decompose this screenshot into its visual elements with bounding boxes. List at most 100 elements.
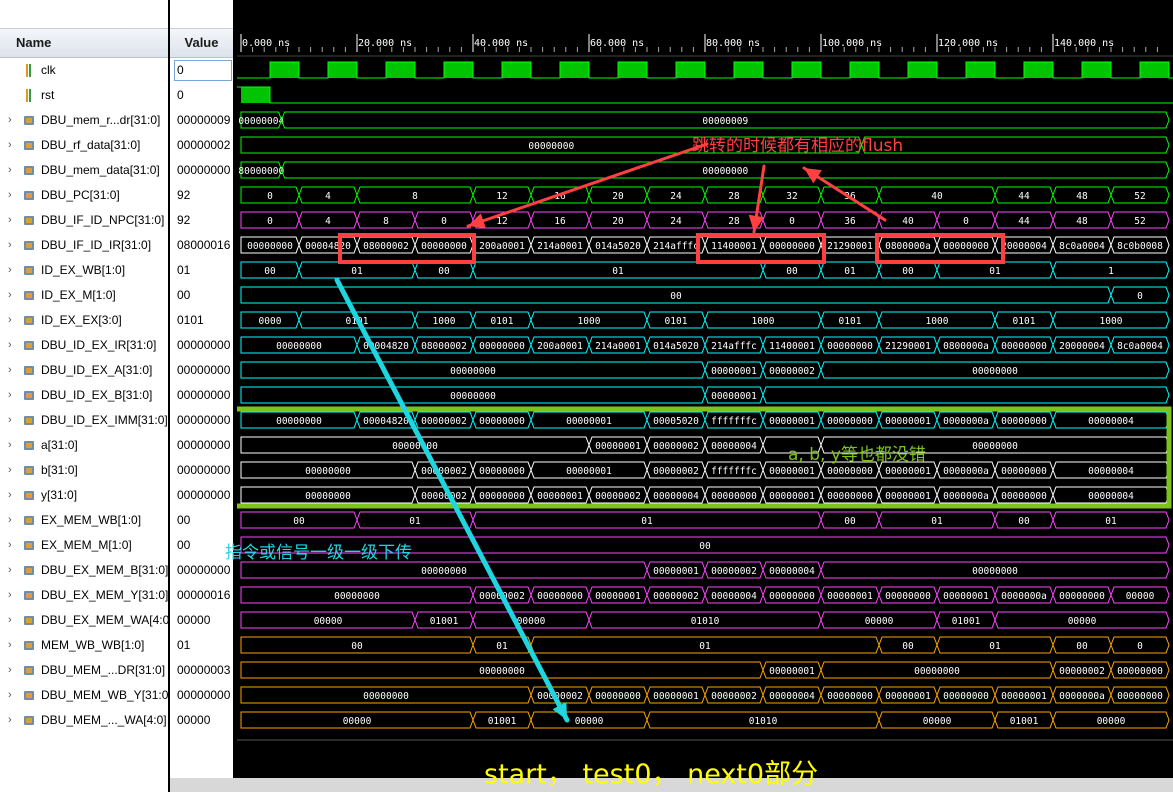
signal-row[interactable]: ›ID_EX_EX[3:0]	[0, 308, 168, 333]
expand-chevron-icon[interactable]: ›	[8, 639, 12, 651]
signal-row[interactable]: ›ID_EX_WB[1:0]	[0, 258, 168, 283]
bus-value-label: 00000000	[421, 241, 467, 252]
expand-chevron-icon[interactable]: ›	[8, 114, 12, 126]
bus-value-label: 00000000	[943, 241, 989, 252]
bus-value-label: 01	[409, 516, 421, 527]
signal-row[interactable]: ›DBU_MEM_WB_Y[31:0]	[0, 683, 168, 708]
bus-value-label: 52	[1134, 216, 1145, 227]
bus-segment	[646, 336, 706, 354]
signal-row[interactable]: ›DBU_PC[31:0]	[0, 183, 168, 208]
signal-row[interactable]: › DBU_ID_EX_IMM[31:0]	[0, 408, 168, 433]
expand-chevron-icon[interactable]: ›	[8, 439, 12, 451]
bus-value-label: 0	[441, 216, 447, 227]
signal-row[interactable]: › DBU_mem_data[31:0]	[0, 158, 168, 183]
expand-chevron-icon[interactable]: ›	[8, 664, 12, 676]
signal-row[interactable]: ›DBU_IF_ID_IR[31:0]	[0, 233, 168, 258]
bus-value-label: 00	[264, 266, 276, 277]
bus-segment	[240, 336, 358, 354]
signal-row[interactable]: ›b[31:0]	[0, 458, 168, 483]
bus-segment	[240, 661, 764, 679]
expand-chevron-icon[interactable]: ›	[8, 164, 12, 176]
signal-row[interactable]: › DBU_ID_EX_A[31:0]	[0, 358, 168, 383]
bus-signal-icon	[24, 166, 34, 175]
expand-chevron-icon[interactable]: ›	[8, 514, 12, 526]
bus-value-label: 00000000	[450, 391, 496, 402]
bus-value-label: 014a5020	[653, 341, 699, 352]
bus-value-label: 0101	[665, 316, 688, 327]
expand-chevron-icon[interactable]: ›	[8, 264, 12, 276]
signal-row[interactable]: › y[31:0]	[0, 483, 168, 508]
clock-high-pulse	[966, 62, 995, 78]
bus-value-label: 00000000	[827, 341, 873, 352]
signal-row[interactable]: clk	[0, 58, 168, 83]
signal-row[interactable]: ›ID_EX_M[1:0]	[0, 283, 168, 308]
jump-highlight-box	[875, 233, 1005, 264]
expand-chevron-icon[interactable]: ›	[8, 364, 12, 376]
signal-value-row: 01	[170, 633, 233, 658]
expand-chevron-icon[interactable]: ›	[8, 314, 12, 326]
bus-value-label: 01001	[952, 616, 981, 627]
signal-row[interactable]: ›DBU_EX_MEM_Y[31:0]	[0, 583, 168, 608]
expand-chevron-icon[interactable]: ›	[8, 139, 12, 151]
expand-chevron-icon[interactable]: ›	[8, 339, 12, 351]
bus-value-label: 00000002	[421, 491, 467, 502]
signal-row[interactable]: ›DBU_EX_MEM_WA[4:0]	[0, 608, 168, 633]
signal-row[interactable]: ›DBU_MEM_...DR[31:0]	[0, 658, 168, 683]
expand-chevron-icon[interactable]: ›	[8, 389, 12, 401]
signal-row[interactable]: ›DBU_mem_r...dr[31:0]	[0, 108, 168, 133]
bus-value-label: 00000001	[885, 466, 931, 477]
expand-chevron-icon[interactable]: ›	[8, 189, 12, 201]
bus-segment	[240, 236, 300, 254]
signal-name: DBU_ID_EX_A[31:0]	[41, 363, 153, 377]
clock-high-pulse	[328, 62, 357, 78]
ruler-time-label: 80.000 ns	[706, 38, 760, 49]
signal-row[interactable]: ›DBU_MEM_..._WA[4:0]	[0, 708, 168, 733]
value-column-header[interactable]: Value	[170, 28, 233, 58]
signal-row[interactable]: ›DBU_IF_ID_NPC[31:0]	[0, 208, 168, 233]
expand-chevron-icon[interactable]: ›	[8, 464, 12, 476]
bus-segment	[878, 461, 938, 479]
bus-value-label: 00000002	[421, 466, 467, 477]
expand-chevron-icon[interactable]: ›	[8, 714, 12, 726]
annotation-section-caption: start， test0， next0部分	[484, 759, 819, 790]
expand-chevron-icon[interactable]: ›	[8, 414, 12, 426]
signal-row[interactable]: ›MEM_WB_WB[1:0]	[0, 633, 168, 658]
bus-segment	[472, 411, 532, 429]
bus-value-label: 01001	[1010, 716, 1039, 727]
bus-value-label: 00000	[343, 716, 372, 727]
signal-name: DBU_ID_EX_IMM[31:0]	[41, 413, 168, 427]
signal-name: y[31:0]	[41, 488, 78, 502]
signal-row[interactable]: rst	[0, 83, 168, 108]
expand-chevron-icon[interactable]: ›	[8, 489, 12, 501]
expand-chevron-icon[interactable]: ›	[8, 614, 12, 626]
expand-chevron-icon[interactable]: ›	[8, 589, 12, 601]
signal-row[interactable]: ›DBU_ID_EX_IR[31:0]	[0, 333, 168, 358]
signal-row[interactable]: ›DBU_ID_EX_B[31:0]	[0, 383, 168, 408]
signal-row[interactable]: ›DBU_EX_MEM_B[31:0]	[0, 558, 168, 583]
signal-row[interactable]: ›a[31:0]	[0, 433, 168, 458]
signal-name: DBU_mem_data[31:0]	[41, 163, 160, 177]
bus-segment	[1110, 336, 1170, 354]
expand-chevron-icon[interactable]: ›	[8, 239, 12, 251]
signal-row[interactable]: ›DBU_rf_data[31:0]	[0, 133, 168, 158]
expand-chevron-icon[interactable]: ›	[8, 214, 12, 226]
signal-row[interactable]: ›EX_MEM_WB[1:0]	[0, 508, 168, 533]
expand-chevron-icon[interactable]: ›	[8, 564, 12, 576]
bus-value-label: 00000000	[972, 566, 1018, 577]
expand-chevron-icon[interactable]: ›	[8, 539, 12, 551]
signal-value: 00000	[177, 713, 211, 727]
signal-row[interactable]: ›EX_MEM_M[1:0]	[0, 533, 168, 558]
expand-chevron-icon[interactable]: ›	[8, 289, 12, 301]
bus-segment	[588, 586, 648, 604]
name-column-header[interactable]: Name	[0, 28, 170, 58]
bus-value-label: 0000000a	[943, 416, 989, 427]
expand-chevron-icon[interactable]: ›	[8, 689, 12, 701]
bus-signal-icon	[24, 141, 34, 150]
bus-value-label: 01001	[430, 616, 459, 627]
value-wave-divider[interactable]	[233, 0, 237, 792]
horizontal-scrollbar[interactable]	[170, 778, 1173, 792]
bus-value-label: 00	[438, 266, 450, 277]
signal-value: 00000000	[177, 488, 231, 502]
